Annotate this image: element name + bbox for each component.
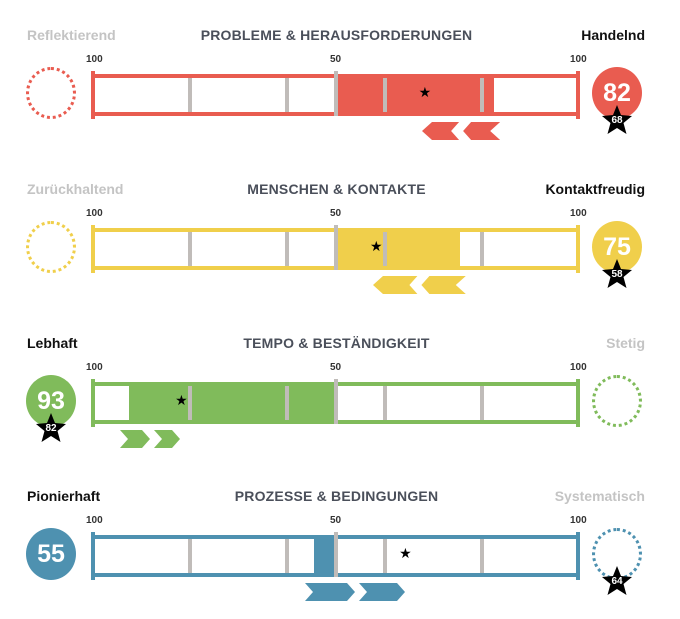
dimension-row: Reflektierend PROBLEME & HERAUSFORDERUNG… bbox=[0, 8, 680, 158]
gridline bbox=[285, 539, 289, 573]
gridline bbox=[480, 386, 484, 420]
star-marker-icon: ★ bbox=[418, 84, 432, 100]
gridline bbox=[188, 232, 192, 266]
dimension-title: TEMPO & BESTÄNDIGKEIT bbox=[243, 335, 430, 351]
star-icon bbox=[602, 259, 632, 288]
gridline bbox=[285, 232, 289, 266]
star-value: 64 bbox=[611, 576, 623, 587]
scale-left: 100 bbox=[86, 54, 103, 65]
score-fill bbox=[128, 382, 338, 424]
scale-right: 100 bbox=[570, 515, 587, 526]
left-label: Lebhaft bbox=[27, 335, 78, 351]
right-label: Stetig bbox=[606, 335, 645, 351]
star-marker-icon: ★ bbox=[175, 392, 188, 408]
scale-middle: 50 bbox=[330, 208, 342, 219]
bar-end bbox=[91, 71, 95, 119]
right-label: Handelnd bbox=[581, 27, 645, 43]
midline bbox=[334, 225, 338, 270]
score-fill bbox=[313, 535, 338, 577]
star-badge: 68 bbox=[602, 105, 632, 135]
scale-right: 100 bbox=[570, 362, 587, 373]
right-label: Systematisch bbox=[554, 488, 645, 504]
midline bbox=[334, 532, 338, 577]
star-value: 58 bbox=[611, 269, 623, 280]
scale-right: 100 bbox=[570, 54, 587, 65]
bar-end bbox=[91, 225, 95, 273]
score-fill bbox=[338, 74, 494, 116]
left-label: Reflektierend bbox=[27, 27, 116, 43]
star-icon bbox=[602, 105, 632, 134]
right-arrows-icon bbox=[304, 583, 405, 601]
gridline bbox=[285, 386, 289, 420]
left-arrows-icon bbox=[421, 122, 500, 140]
gridline bbox=[480, 232, 484, 266]
empty-circle bbox=[26, 67, 76, 119]
dimension-row: Zurückhaltend MENSCHEN & KONTAKTE Kontak… bbox=[0, 162, 680, 312]
gridline bbox=[480, 78, 484, 112]
dimension-row: Pionierhaft PROZESSE & BEDINGUNGEN Syste… bbox=[0, 469, 680, 619]
score-bar: ★ bbox=[91, 379, 580, 427]
scale-right: 100 bbox=[570, 208, 587, 219]
scale-left: 100 bbox=[86, 515, 103, 526]
gridline bbox=[383, 386, 387, 420]
star-badge: 58 bbox=[602, 259, 632, 289]
star-badge: 82 bbox=[36, 413, 66, 443]
bar-end bbox=[576, 532, 580, 580]
star-icon bbox=[36, 413, 66, 442]
dimension-title: MENSCHEN & KONTAKTE bbox=[247, 181, 426, 197]
gridline bbox=[383, 232, 387, 266]
star-value: 82 bbox=[45, 423, 57, 434]
gridline bbox=[188, 78, 192, 112]
bar-end bbox=[576, 225, 580, 273]
scale-left: 100 bbox=[86, 362, 103, 373]
score-bar: ★ bbox=[91, 71, 580, 119]
left-arrows-icon bbox=[372, 276, 466, 294]
star-badge: 64 bbox=[602, 566, 632, 596]
gridline bbox=[188, 539, 192, 573]
scale-left: 100 bbox=[86, 208, 103, 219]
empty-circle bbox=[26, 221, 76, 273]
gridline bbox=[480, 539, 484, 573]
gridline bbox=[188, 386, 192, 420]
right-arrows-icon bbox=[119, 430, 180, 448]
right-label: Kontaktfreudig bbox=[545, 181, 645, 197]
midline bbox=[334, 71, 338, 116]
scale-middle: 50 bbox=[330, 54, 342, 65]
dimension-title: PROZESSE & BEDINGUNGEN bbox=[234, 488, 439, 504]
star-icon bbox=[602, 566, 632, 595]
left-label: Zurückhaltend bbox=[27, 181, 124, 197]
scale-middle: 50 bbox=[330, 362, 342, 373]
gridline bbox=[285, 78, 289, 112]
scale-middle: 50 bbox=[330, 515, 342, 526]
dimension-row: Lebhaft TEMPO & BESTÄNDIGKEIT Stetig 100… bbox=[0, 316, 680, 466]
dimension-title: PROBLEME & HERAUSFORDERUNGEN bbox=[200, 27, 473, 43]
left-label: Pionierhaft bbox=[27, 488, 101, 504]
bar-end bbox=[91, 532, 95, 580]
star-marker-icon: ★ bbox=[369, 238, 383, 254]
gridline bbox=[383, 539, 387, 573]
star-marker-icon: ★ bbox=[399, 545, 412, 561]
bar-end bbox=[576, 71, 580, 119]
bar-end bbox=[576, 379, 580, 427]
midline bbox=[334, 379, 338, 424]
empty-circle bbox=[592, 375, 642, 427]
bar-end bbox=[91, 379, 95, 427]
score-fill bbox=[338, 228, 460, 270]
score-bar: ★ bbox=[91, 225, 580, 273]
gridline bbox=[383, 78, 387, 112]
score-circle: 55 bbox=[26, 528, 76, 580]
score-bar: ★ bbox=[91, 532, 580, 580]
star-value: 68 bbox=[611, 115, 623, 126]
